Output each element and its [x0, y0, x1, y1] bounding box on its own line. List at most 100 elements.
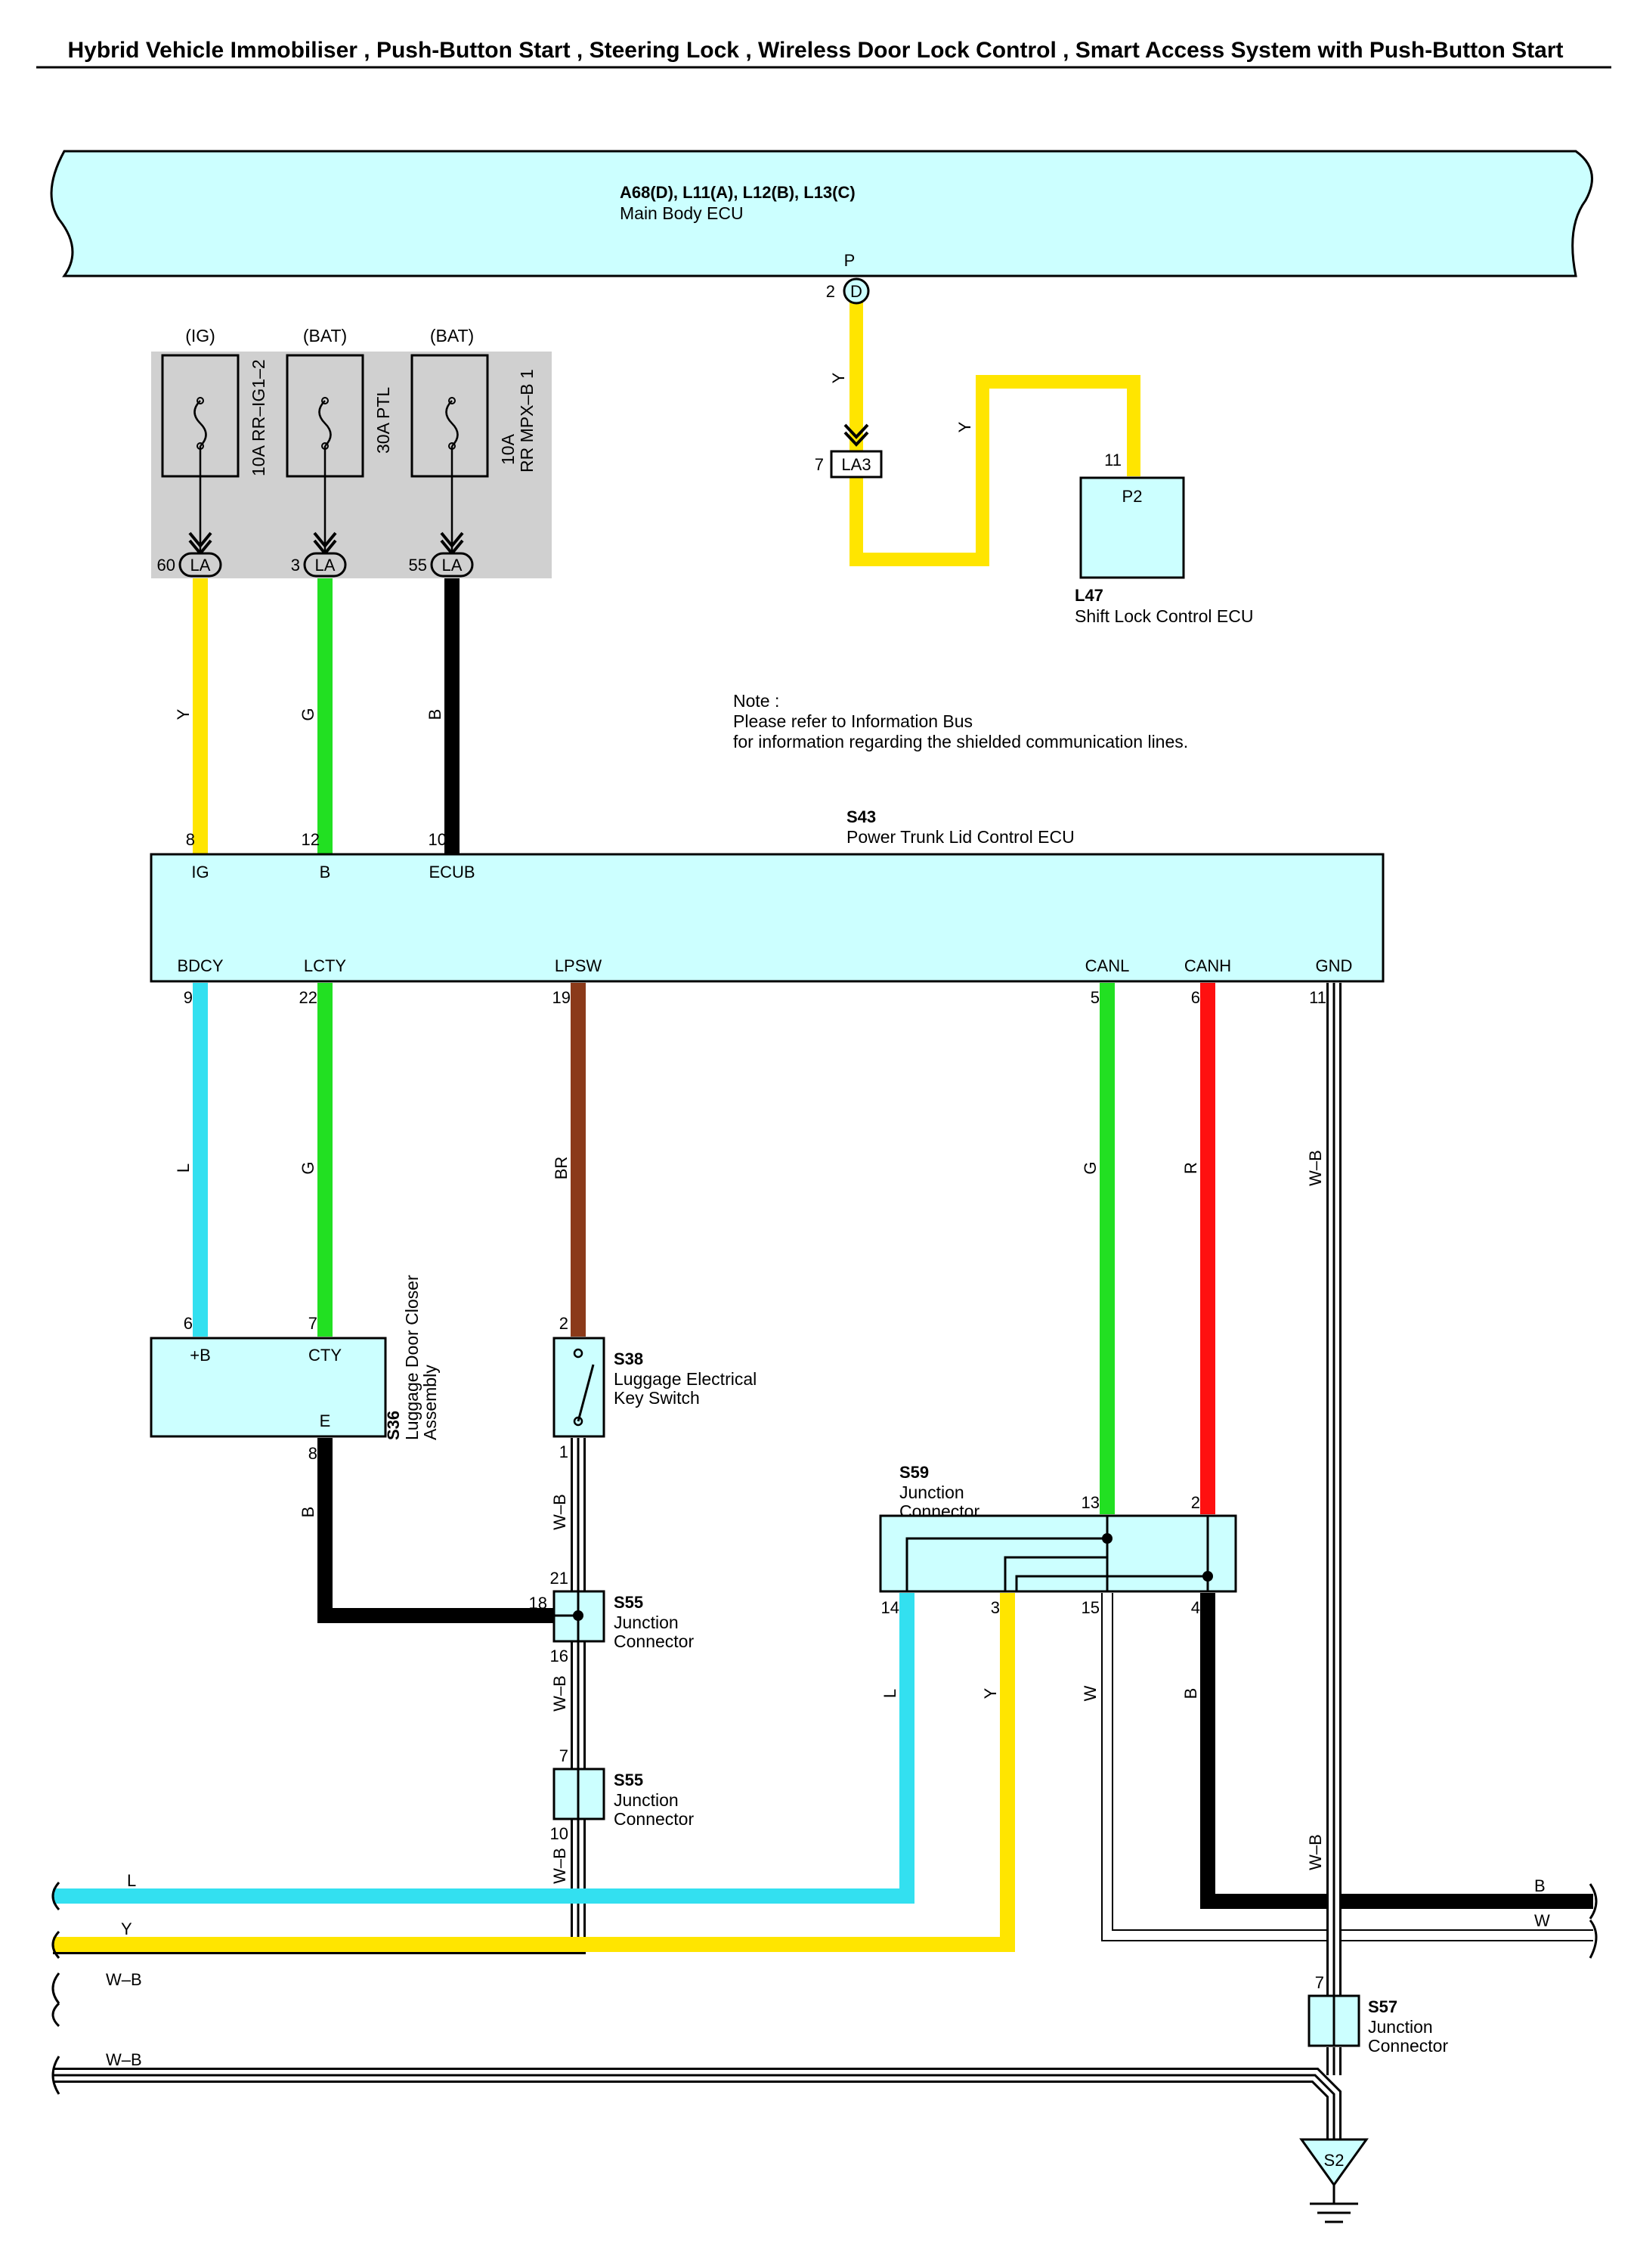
closer-label-e: E	[320, 1411, 331, 1430]
trunk-ecu-label-b: B	[320, 863, 331, 881]
main-body-ecu-box	[50, 150, 1593, 277]
wire-label-y-top: Y	[829, 372, 848, 383]
wire-label-br-lpsw: BR	[552, 1157, 571, 1180]
wire-label-r-canh: R	[1181, 1162, 1200, 1174]
jc-s59-pin-15: 15	[1082, 1598, 1100, 1617]
diagram-title: Hybrid Vehicle Immobiliser , Push-Button…	[67, 38, 1563, 63]
wire-b-s59	[1200, 1593, 1593, 1909]
shift-lock-ecu-name: Shift Lock Control ECU	[1075, 606, 1253, 626]
trunk-ecu-label-lpsw: LPSW	[555, 956, 602, 975]
key-switch-contact	[573, 1348, 595, 1427]
closer-box	[150, 1337, 387, 1438]
shift-lock-ecu-pin-label: P2	[1122, 487, 1143, 506]
key-switch-pin-bottom: 1	[559, 1442, 568, 1461]
main-body-ecu-pin-label: P	[844, 251, 856, 270]
shift-lock-ecu-box	[1079, 476, 1185, 579]
key-switch-pin-top: 2	[559, 1314, 568, 1333]
fuse-mpx-source: (BAT)	[430, 326, 474, 345]
wire-label-g-b: G	[299, 708, 317, 720]
jc-s57-code: S57	[1368, 1997, 1397, 2016]
jc-s55a-pin-bottom: 16	[550, 1647, 568, 1665]
main-body-ecu-name: Main Body ECU	[620, 203, 744, 223]
wire-label-y-s59: Y	[981, 1687, 1000, 1699]
key-switch-name2: Key Switch	[614, 1388, 700, 1408]
bus-label-w: W	[1534, 1911, 1550, 1930]
break-marker-right	[1589, 1883, 1598, 1959]
note-line2: Please refer to Information Bus	[733, 711, 973, 731]
jc-s59-internal	[905, 1516, 1213, 1591]
main-body-ecu-pin-num: 2	[826, 282, 835, 301]
la-connector-3-label: LA	[315, 556, 336, 575]
wire-label-b-ecub: B	[426, 709, 444, 720]
jc-s59-pin-2: 2	[1191, 1493, 1200, 1512]
jc-s55a-name2: Connector	[614, 1631, 694, 1651]
jc-s55a-node	[573, 1610, 583, 1621]
key-switch-code: S38	[614, 1349, 643, 1368]
jc-s55a-name1: Junction	[614, 1613, 679, 1632]
wire-y-s59	[53, 1593, 1015, 1952]
closer-pin-8: 8	[308, 1444, 317, 1463]
wire-label-wb-s55b: W–B	[550, 1848, 569, 1884]
la-connector-55-label: LA	[442, 556, 463, 575]
la-connector-3-pin: 3	[291, 556, 300, 575]
fuse-ig1	[161, 354, 240, 552]
closer-name2: Assembly	[420, 1365, 440, 1440]
bus-label-wb1: W–B	[106, 1970, 142, 1989]
main-body-ecu-pin-d	[843, 277, 870, 305]
wire-label-l-s59: L	[880, 1689, 899, 1698]
wire-label-g-canl: G	[1081, 1161, 1100, 1174]
closer-code: S36	[384, 1411, 403, 1440]
jc-s57-name2: Connector	[1368, 2036, 1448, 2056]
fuse-mpx-label-bottom: RR MPX–B 1	[517, 369, 537, 472]
trunk-ecu-pin-10: 10	[429, 830, 447, 849]
jc-s55b-name2: Connector	[614, 1809, 694, 1829]
fuse-ptl-label: 30A PTL	[373, 387, 393, 454]
wire-label-l-bdcy: L	[174, 1163, 193, 1173]
closer-label-cty: CTY	[308, 1346, 342, 1365]
trunk-ecu-label-ecub: ECUB	[429, 863, 475, 881]
jc-s57-name1: Junction	[1368, 2017, 1433, 2037]
note-line3: for information regarding the shielded c…	[733, 732, 1188, 751]
wire-wb-bus2	[53, 2068, 1342, 2139]
trunk-ecu-pin-12: 12	[302, 830, 320, 849]
jc-s55a-pin-left: 18	[529, 1594, 547, 1613]
wire-b-closer	[317, 1438, 555, 1623]
trunk-ecu-label-gnd: GND	[1316, 956, 1353, 975]
jc-s59-pin-3: 3	[991, 1598, 1000, 1617]
jc-s59-code: S59	[899, 1463, 929, 1482]
jc-s55b-code: S55	[614, 1771, 643, 1789]
la3-connector	[830, 423, 883, 479]
trunk-ecu-name: Power Trunk Lid Control ECU	[846, 827, 1075, 847]
wire-w-s59	[1101, 1593, 1593, 1941]
key-switch-name1: Luggage Electrical	[614, 1369, 757, 1389]
ground-symbol	[1299, 2138, 1369, 2223]
la-connector-60-pin: 60	[157, 556, 175, 575]
la-connector-55-pin: 55	[409, 556, 427, 575]
la-connector-55	[430, 531, 474, 578]
jc-s59-pin-13: 13	[1082, 1493, 1100, 1512]
jc-s55a-pin-top: 21	[550, 1569, 568, 1588]
la3-connector-label: LA3	[841, 455, 871, 474]
trunk-ecu-label-canh: CANH	[1184, 956, 1231, 975]
wire-l-s59	[53, 1593, 914, 1904]
wire-label-wb-gnd: W–B	[1306, 1150, 1325, 1186]
wire-label-wb-s38: W–B	[550, 1494, 569, 1530]
fuse-mpx-label-top: 10A	[498, 433, 518, 465]
la-connector-3	[303, 531, 347, 578]
shift-lock-ecu-pin-num: 11	[1104, 451, 1122, 469]
main-body-ecu-code: A68(D), L11(A), L12(B), L13(C)	[620, 183, 856, 202]
jc-s59-pin-14: 14	[881, 1598, 899, 1617]
closer-label-b: +B	[190, 1346, 211, 1365]
wire-y-shift-lock	[849, 302, 1140, 566]
jc-s55b-pin-top: 7	[559, 1746, 568, 1765]
closer-pin-6: 6	[184, 1314, 193, 1333]
bus-label-y: Y	[121, 1919, 132, 1938]
fuse-mpx	[410, 354, 489, 552]
trunk-ecu-code: S43	[846, 807, 876, 826]
fuse-ptl	[286, 354, 364, 552]
trunk-ecu-label-bdcy: BDCY	[177, 956, 223, 975]
jc-s55b-pin-bottom: 10	[550, 1824, 568, 1843]
trunk-ecu-pin-5: 5	[1091, 988, 1100, 1007]
trunk-ecu-label-canl: CANL	[1085, 956, 1130, 975]
